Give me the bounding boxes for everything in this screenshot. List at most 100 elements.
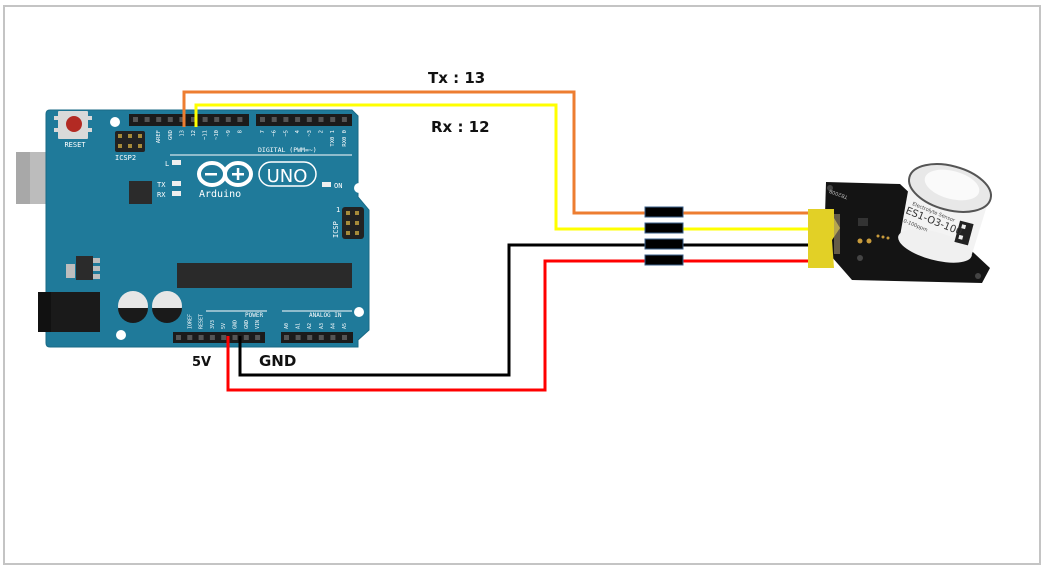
icsp2-label: ICSP2 xyxy=(115,154,136,162)
analog-pin-label: A1 xyxy=(296,323,302,329)
analog-pin-label: A0 xyxy=(284,323,290,329)
icsp2-header xyxy=(115,131,145,152)
header-pin[interactable] xyxy=(255,335,261,340)
digital-pin-label: ~5 xyxy=(283,130,289,137)
digital-pin-label: GND xyxy=(168,130,174,140)
header-pin[interactable] xyxy=(156,117,162,122)
power-pin-label: 5V xyxy=(221,323,227,329)
voltage-regulator xyxy=(66,256,100,280)
icsp-pin1-label: 1 xyxy=(336,206,340,214)
sensor-ic xyxy=(858,218,868,226)
digital-pin-label: AREF xyxy=(156,130,162,143)
header-pin[interactable] xyxy=(341,117,347,122)
header-pin[interactable] xyxy=(237,117,243,122)
digital-pin-label: RX0 0 xyxy=(342,130,348,147)
tx-label: Tx : 13 xyxy=(428,69,485,87)
header-pin[interactable] xyxy=(214,117,220,122)
qr-code xyxy=(954,220,974,246)
led-on-label: ON xyxy=(334,182,342,190)
mounting-hole xyxy=(354,307,364,317)
wire-connector xyxy=(644,206,684,218)
digital-pin-label: 13 xyxy=(179,130,185,137)
wire-rx[interactable] xyxy=(194,103,810,231)
reset-button[interactable] xyxy=(54,111,92,139)
header-pin[interactable] xyxy=(144,117,150,122)
wire-connector xyxy=(644,222,684,234)
digital-label: DIGITAL (PWM=~) xyxy=(258,146,317,154)
header-pin[interactable] xyxy=(202,117,208,122)
header-pin[interactable] xyxy=(306,117,312,122)
digital-pin-label: 7 xyxy=(260,130,266,133)
led-on xyxy=(322,182,331,187)
arduino-logo xyxy=(197,161,317,187)
wire-connector xyxy=(644,238,684,250)
wire-gnd[interactable] xyxy=(238,243,810,377)
header-pin[interactable] xyxy=(133,117,138,122)
gas-sensor-cylinder xyxy=(898,163,992,263)
header-pin[interactable] xyxy=(271,117,277,122)
model-label: UNO xyxy=(267,166,308,187)
header-pin[interactable] xyxy=(176,335,181,340)
header-pin[interactable] xyxy=(318,117,324,122)
led-rx xyxy=(172,191,181,196)
mounting-hole xyxy=(354,183,364,193)
rx-label: Rx : 12 xyxy=(431,118,490,136)
digital-pin-label: ~6 xyxy=(272,130,278,137)
icsp-header xyxy=(342,207,364,239)
gas-sensor-module: TB200B Electrolyte Sensor ES1-O3-100 0-1… xyxy=(808,163,992,283)
usb-chip xyxy=(129,181,152,204)
header-pin[interactable] xyxy=(295,117,301,122)
analog-label: ANALOG IN xyxy=(309,312,342,319)
capacitor xyxy=(118,291,148,323)
power-pin-label: GND xyxy=(244,320,250,329)
icsp-label: ICSP xyxy=(332,221,340,238)
mounting-hole xyxy=(110,117,120,127)
digital-pin-label: 8 xyxy=(237,130,243,133)
header-pin[interactable] xyxy=(342,335,347,340)
analog-pin-label: A2 xyxy=(307,323,313,329)
digital-pin-label: 4 xyxy=(295,129,301,133)
power-pin-label: RESET xyxy=(199,314,205,329)
digital-header-right xyxy=(256,114,352,126)
digital-pin-label: ~11 xyxy=(203,130,209,140)
5v-label: 5V xyxy=(192,355,211,370)
header-pin[interactable] xyxy=(221,335,227,340)
header-pin[interactable] xyxy=(232,335,238,340)
header-pin[interactable] xyxy=(284,335,289,340)
header-pin[interactable] xyxy=(198,335,204,340)
header-pin[interactable] xyxy=(187,335,193,340)
header-pin[interactable] xyxy=(283,117,289,122)
analog-pin-label: A3 xyxy=(319,323,325,329)
header-pin[interactable] xyxy=(243,335,249,340)
header-pin[interactable] xyxy=(330,117,336,122)
header-pin[interactable] xyxy=(191,117,196,122)
header-pin[interactable] xyxy=(167,117,173,122)
gnd-label: GND xyxy=(259,352,296,370)
header-pin[interactable] xyxy=(307,335,313,340)
header-pin[interactable] xyxy=(330,335,336,340)
power-pin-label: IOREF xyxy=(187,314,193,329)
reset-label: RESET xyxy=(64,141,86,149)
header-pin[interactable] xyxy=(179,117,185,122)
digital-pin-label: 12 xyxy=(191,130,197,137)
led-rx-label: RX xyxy=(157,191,166,199)
header-pin[interactable] xyxy=(209,335,215,340)
sensor-connector[interactable] xyxy=(808,209,840,268)
digital-pin-label: ~9 xyxy=(226,130,232,137)
header-pin[interactable] xyxy=(295,335,301,340)
mounting-hole xyxy=(116,330,126,340)
wire-vcc[interactable] xyxy=(226,259,810,392)
led-l xyxy=(172,160,181,165)
header-pin[interactable] xyxy=(260,117,265,122)
capacitor xyxy=(152,291,182,323)
power-label: POWER xyxy=(245,312,263,319)
power-pin-label: GND xyxy=(233,320,239,329)
header-pin[interactable] xyxy=(318,335,324,340)
header-pin[interactable] xyxy=(225,117,231,122)
digital-pin-label: 2 xyxy=(319,130,325,133)
microcontroller-chip xyxy=(177,263,352,288)
led-tx-label: TX xyxy=(157,181,166,189)
wire-connector xyxy=(644,254,684,266)
